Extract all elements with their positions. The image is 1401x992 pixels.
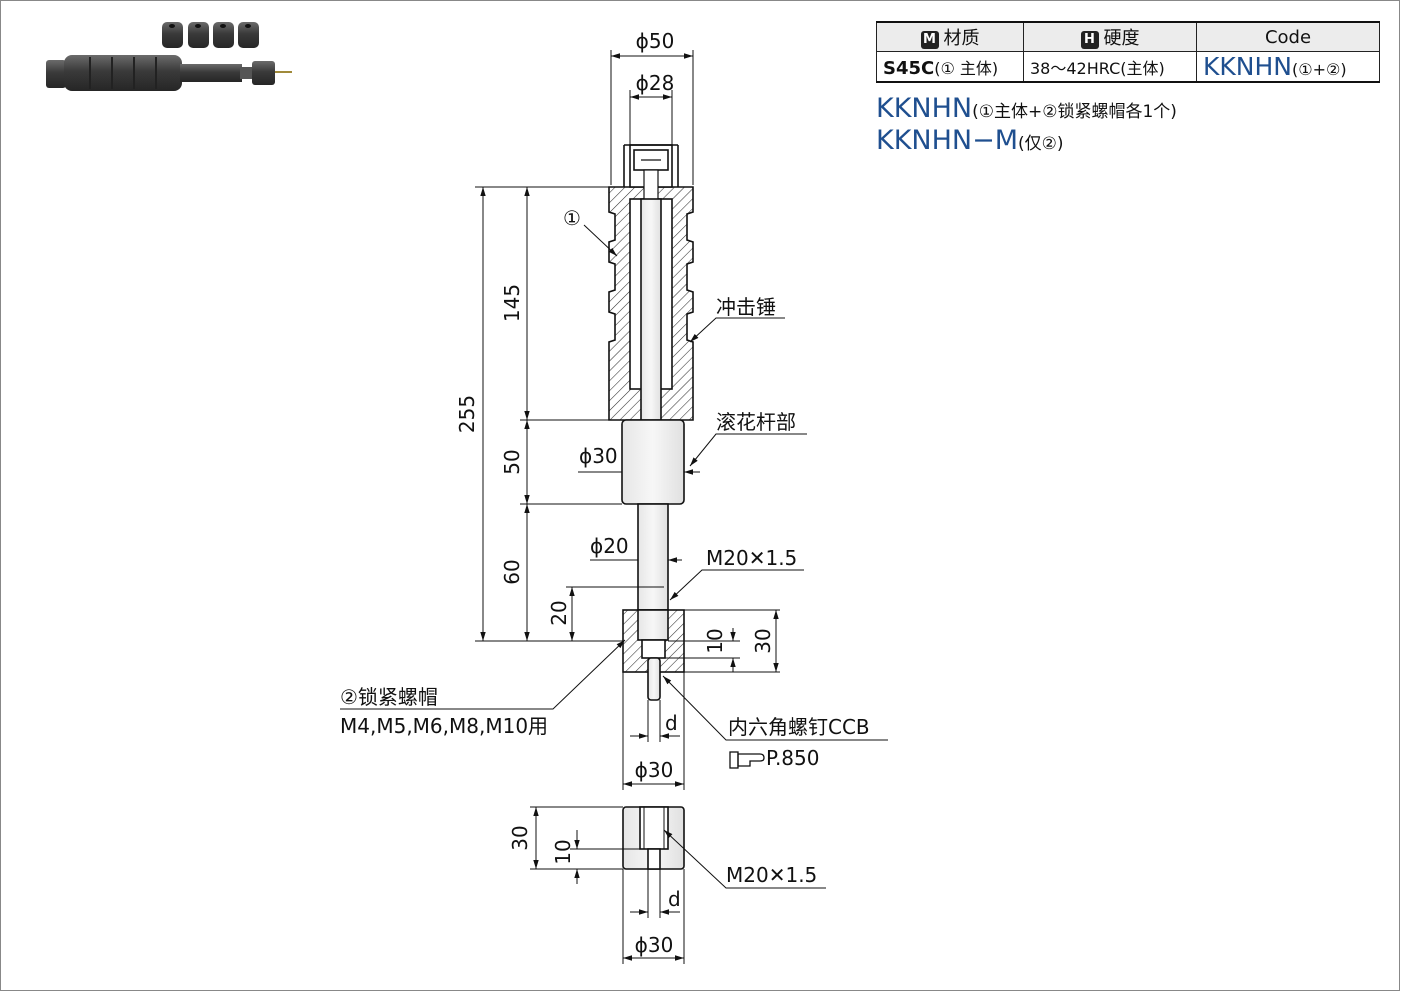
det-thread: M20✕1.5 [726,863,817,887]
dim-top-outer: ϕ50 [636,29,675,53]
det-dim-10: 10 [551,839,575,864]
lock-nut-sizes: M4,M5,M6,M8,M10用 [340,714,548,738]
cell-hardness: 38～42HRC(主体) [1023,51,1197,83]
main-dimensions [475,50,780,790]
dim-30: 30 [751,628,775,653]
label-knurl: 滚花杆部 [716,410,796,434]
thread-shaft: M20✕1.5 [706,546,797,570]
dim-50: 50 [500,449,524,474]
dim-10: 10 [703,628,727,653]
detail-lock-nut [622,806,685,870]
ref-page: P.850 [766,746,819,770]
hardness-symbol-icon: H [1080,31,1099,49]
det-d: d [668,887,681,911]
det-dim-30: 30 [508,825,532,850]
code-line-full-set: KKNHN(①主体+②锁紧螺帽各1个) [876,93,1177,124]
spec-data-row: S45C(① 主体) 38～42HRC(主体) KKNHN(①+②) [876,51,1380,83]
product-photo [46,22,292,91]
dim-knurl-dia: ϕ30 [579,444,618,468]
detail-dimensions [530,806,826,964]
material-symbol-icon: M [920,31,939,49]
header-code: Code [1196,21,1380,52]
dim-145: 145 [500,284,524,322]
dim-nut-dia: ϕ30 [635,758,674,782]
knurled-section [621,419,685,505]
main-assembly-drawing [608,144,694,701]
part1-marker: ① [563,206,581,230]
label-hammer: 冲击锤 [716,295,776,319]
det-dia: ϕ30 [635,933,674,957]
shaft [637,503,669,611]
dim-top-inner: ϕ28 [636,71,675,95]
main-leaders [340,224,888,741]
cell-material: S45C(① 主体) [876,51,1024,83]
dim-shaft-dia: ϕ20 [590,534,629,558]
dim-60: 60 [500,559,524,584]
cell-code: KKNHN(①+②) [1196,51,1380,83]
hand-pointer-icon [729,751,765,769]
dim-255: 255 [455,395,479,433]
lock-nut-label: ②锁紧螺帽 [340,685,438,709]
screw-label: 内六角螺钉CCB [728,715,870,739]
label-d: d [665,711,678,735]
dim-20: 20 [547,600,571,625]
code-line-nut-only: KKNHN−M(仅②) [876,125,1064,156]
